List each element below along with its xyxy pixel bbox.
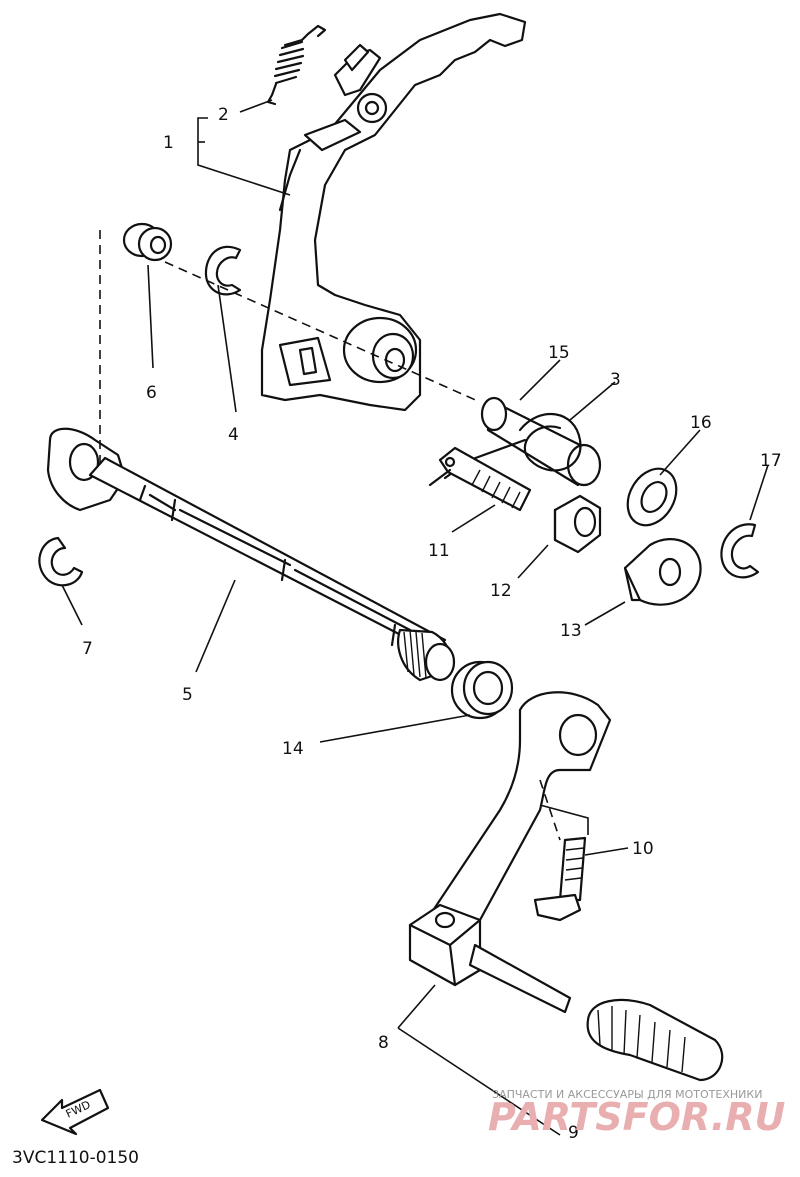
callout-12: 12 xyxy=(490,581,512,601)
shift-lever-part xyxy=(260,12,527,412)
shift-pedal-part xyxy=(408,691,724,1082)
watermark-brand: PARTSFOR.RU xyxy=(488,1095,786,1139)
spring-part xyxy=(266,24,327,106)
bolt-11-part xyxy=(428,446,532,512)
callout-2: 2 xyxy=(218,105,229,125)
callout-9: 9 xyxy=(568,1123,579,1143)
plate-part xyxy=(623,538,702,606)
circlip-lower-part xyxy=(38,536,84,587)
callout-17: 17 xyxy=(760,451,782,471)
circlip-upper-part xyxy=(204,245,242,296)
leader-lines xyxy=(61,99,769,1136)
nut-part xyxy=(553,494,602,554)
pin-and-torsion-spring-part xyxy=(443,396,602,487)
alignment-lines xyxy=(99,230,561,841)
callout-13: 13 xyxy=(560,621,582,641)
washer-part xyxy=(626,467,678,527)
bolt-10-part xyxy=(533,836,587,922)
callout-14: 14 xyxy=(282,739,304,759)
callout-10: 10 xyxy=(632,839,654,859)
callout-16: 16 xyxy=(690,413,712,433)
diagram-code: 3VC1110-0150 xyxy=(12,1148,139,1168)
callout-5: 5 xyxy=(182,685,193,705)
oil-seal-part xyxy=(450,660,514,720)
callout-15: 15 xyxy=(548,343,570,363)
callout-3: 3 xyxy=(610,370,621,390)
callout-4: 4 xyxy=(228,425,239,445)
shift-shaft-part xyxy=(46,427,456,682)
callout-labels: 1 2 3 4 5 6 7 8 9 10 11 12 13 14 15 16 1… xyxy=(82,105,782,1143)
callout-11: 11 xyxy=(428,541,450,561)
callout-8: 8 xyxy=(378,1033,389,1053)
circlip-right-part xyxy=(720,523,760,579)
watermark: ЗАПЧАСТИ И АКСЕССУАРЫ ДЛЯ МОТОТЕХНИКИ PA… xyxy=(488,1088,786,1139)
fwd-arrow-icon: FWD xyxy=(40,1088,110,1136)
callout-1: 1 xyxy=(163,133,174,153)
callout-7: 7 xyxy=(82,639,93,659)
watermark-tagline: ЗАПЧАСТИ И АКСЕССУАРЫ ДЛЯ МОТОТЕХНИКИ xyxy=(492,1088,762,1101)
callout-6: 6 xyxy=(146,383,157,403)
collar-part xyxy=(122,222,173,262)
